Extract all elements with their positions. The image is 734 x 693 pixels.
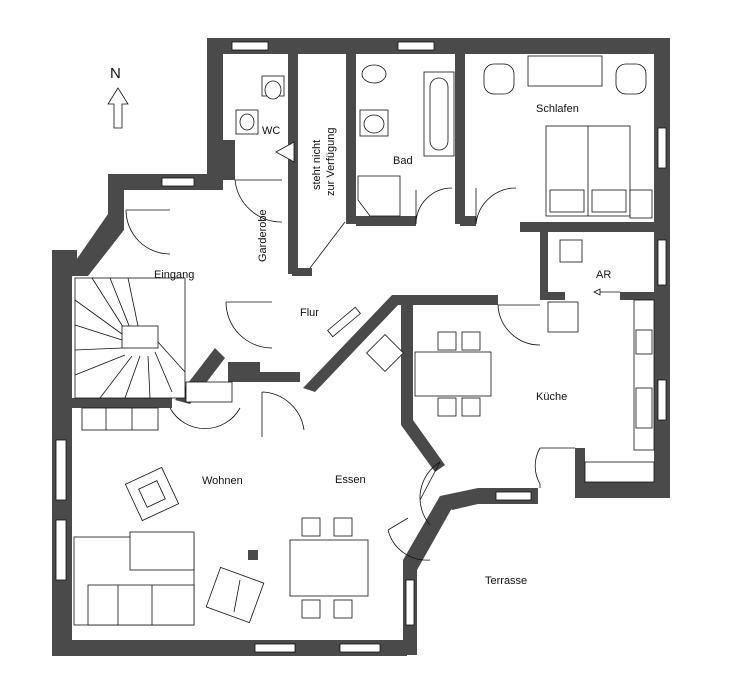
doors xyxy=(125,179,575,561)
north-compass: N xyxy=(107,65,129,129)
staircase xyxy=(74,277,186,399)
room-label-ar: AR xyxy=(596,269,611,281)
room-label-terrasse: Terrasse xyxy=(485,575,527,587)
room-label-garderobe: Garderobe xyxy=(257,209,269,262)
room-label-bad: Bad xyxy=(393,155,413,167)
room-labels: WC steht nicht zur Verfügung Bad Schlafe… xyxy=(154,103,611,587)
room-label-wc: WC xyxy=(262,125,280,137)
room-label-essen: Essen xyxy=(335,474,366,486)
room-label-eingang: Eingang xyxy=(154,269,194,281)
compass-north-label: N xyxy=(110,65,121,82)
room-label-wohnen: Wohnen xyxy=(202,475,243,487)
windows xyxy=(55,41,667,653)
north-arrow-icon xyxy=(107,87,129,129)
room-label-unavailable-1: steht nicht xyxy=(311,140,323,190)
room-label-flur: Flur xyxy=(300,307,319,319)
interior-walls xyxy=(72,54,670,482)
room-label-schlafen: Schlafen xyxy=(536,103,579,115)
furniture xyxy=(73,55,655,626)
room-label-unavailable-2: zur Verfügung xyxy=(325,128,337,197)
room-label-kueche: Küche xyxy=(536,391,567,403)
